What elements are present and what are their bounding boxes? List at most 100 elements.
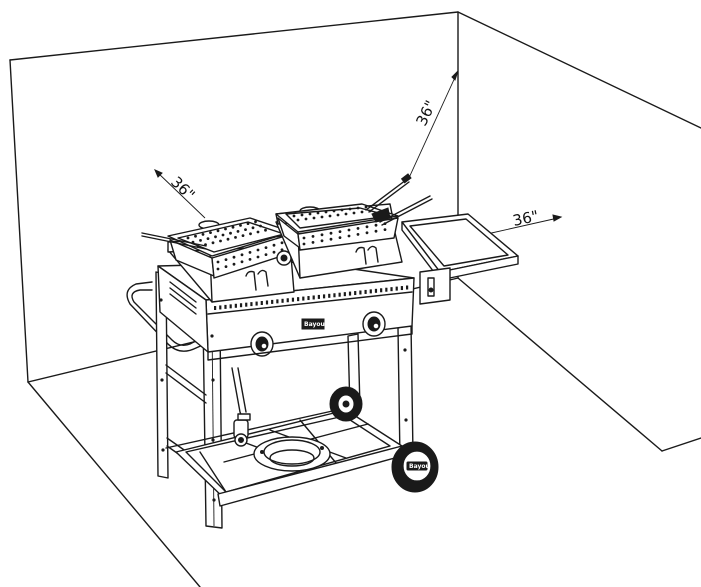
basket-hole <box>329 237 333 241</box>
basket-hole <box>272 243 276 247</box>
vent-slot <box>400 286 404 291</box>
room-right-corner <box>661 437 701 452</box>
vent-slot <box>286 298 289 303</box>
basket-hole <box>347 234 351 238</box>
right-basket-holes <box>292 205 387 246</box>
basket-hole <box>300 213 304 217</box>
vent-slot <box>385 287 388 292</box>
basket-hole <box>211 241 215 245</box>
basket-hole <box>374 223 378 227</box>
basket-hole <box>340 208 344 212</box>
vent-slot <box>297 297 300 302</box>
basket-hole <box>332 209 336 213</box>
basket-hole <box>296 218 300 222</box>
basket-hole <box>272 250 276 254</box>
basket-hole <box>241 234 245 238</box>
front-right-leg <box>397 323 414 461</box>
right-basket-handle-1 <box>365 179 407 211</box>
basket-hole <box>232 262 236 266</box>
basket-hole <box>302 236 306 240</box>
vent-slot <box>224 304 227 309</box>
vent-slot <box>343 292 346 297</box>
basket-hole <box>338 236 342 240</box>
basket-hole <box>240 260 244 264</box>
basket-hole <box>356 233 360 236</box>
burner-ring <box>253 436 331 472</box>
basket-hole <box>254 220 257 224</box>
vent-slot <box>322 294 326 299</box>
basket-hole <box>308 212 312 216</box>
front-badge-text: Bayou <box>304 321 325 328</box>
room-left-wall-edge <box>9 59 29 383</box>
vent-slot <box>395 286 398 291</box>
leg-bolts <box>159 298 408 502</box>
vent-slot <box>390 287 393 292</box>
basket-hole <box>312 216 316 220</box>
basket-hole <box>311 235 315 238</box>
basket-hole <box>216 260 220 264</box>
wheel-badge-text: Bayou <box>409 463 430 470</box>
basket-hole <box>186 236 190 240</box>
basket-hole <box>324 210 328 214</box>
basket-hole <box>206 237 210 241</box>
basket-hole <box>365 231 369 235</box>
basket-hole <box>352 211 356 215</box>
basket-hole <box>316 211 320 215</box>
basket-hole <box>244 228 247 232</box>
vent-slot <box>271 299 274 304</box>
dimension-back: 36" <box>407 70 459 181</box>
vent-slot <box>229 304 232 309</box>
room-right-ceiling-edge <box>457 11 701 129</box>
basket-hole <box>328 214 332 218</box>
vent-slot <box>234 303 237 308</box>
vent-slot <box>260 301 263 306</box>
basket-hole <box>236 230 240 233</box>
basket-hole <box>348 207 352 211</box>
basket-hole <box>292 214 296 218</box>
basket-hole <box>224 258 228 261</box>
vent-slot <box>276 299 279 304</box>
basket-hole <box>304 217 308 221</box>
basket-hole <box>248 251 252 254</box>
basket-hole <box>216 229 220 233</box>
basket-hole <box>199 239 202 242</box>
basket-hole <box>259 224 262 228</box>
vent-slot <box>359 290 362 295</box>
basket-hole <box>251 226 255 230</box>
basket-hole <box>226 237 230 241</box>
basket-hole <box>231 225 235 229</box>
basket-hole <box>240 253 244 257</box>
basket-hole <box>264 246 268 250</box>
right-burner-knob <box>362 311 386 337</box>
basket-hole <box>256 248 260 252</box>
left-basket-handle <box>141 232 207 247</box>
vent-slot <box>348 291 352 296</box>
basket-hole <box>280 241 284 245</box>
left-fry-basket <box>141 217 293 279</box>
vent-slots <box>214 285 409 310</box>
basket-hole <box>329 231 333 235</box>
basket-hole <box>264 228 267 232</box>
vent-slot <box>338 292 341 297</box>
basket-hole <box>249 232 252 236</box>
vent-slot <box>214 306 217 310</box>
wheel-badge <box>406 461 428 471</box>
basket-hole <box>364 205 368 209</box>
basket-hole <box>338 230 342 234</box>
vent-slot <box>307 296 310 301</box>
vent-slot <box>265 300 269 305</box>
basket-hole <box>234 236 237 239</box>
basket-hole <box>320 215 324 219</box>
left-basket-holes <box>186 220 284 271</box>
basket-hole <box>347 228 351 232</box>
vent-slot <box>406 285 409 290</box>
basket-hole <box>224 265 228 268</box>
vent-slot <box>219 305 222 310</box>
basket-hole <box>264 253 268 256</box>
basket-hole <box>344 212 348 216</box>
dimension-right: 36" <box>486 207 563 235</box>
vent-slot <box>250 302 253 307</box>
basket-hole <box>336 213 340 217</box>
basket-hole <box>256 230 260 234</box>
